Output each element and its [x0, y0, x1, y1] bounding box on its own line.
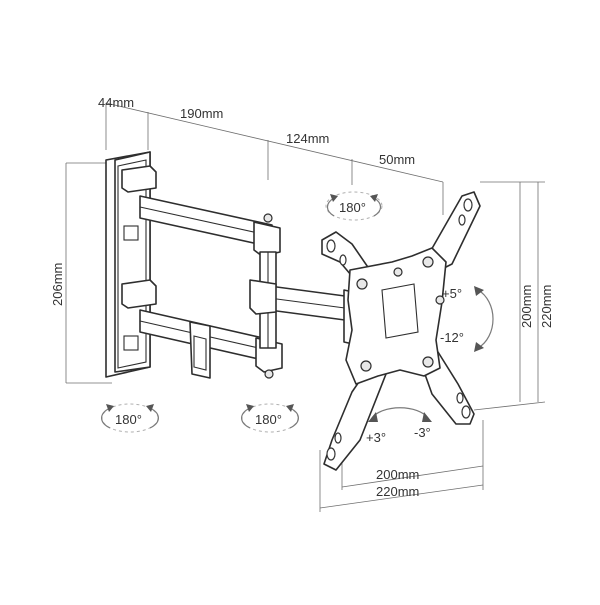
- bolt-icon: [422, 256, 434, 268]
- bolt-icon: [393, 267, 403, 277]
- arrowhead-icon: [474, 342, 484, 352]
- bolt-icon: [360, 360, 372, 372]
- arrowhead-icon: [368, 412, 378, 422]
- middle-swivel-indicator: 180°: [241, 403, 299, 433]
- dim-vesa-vertical-outer-label: 220mm: [539, 285, 554, 328]
- arrowhead-icon: [370, 194, 378, 202]
- dimension-lines: [65, 102, 546, 512]
- dim-vesa-vertical-inner-label: 200mm: [519, 285, 534, 328]
- dim-vesa-horizontal-outer-label: 220mm: [376, 484, 419, 499]
- tilt-indicator: +5° -12°: [440, 286, 494, 352]
- dim-plate-height-label: 206mm: [50, 263, 65, 306]
- bolt-icon: [435, 295, 445, 305]
- lower-arm: [139, 309, 283, 379]
- lower-pivot-screw-icon: [264, 369, 274, 379]
- vesa-hole-icon: [334, 432, 342, 444]
- dim-plate-depth-label: 44mm: [98, 95, 134, 110]
- upper-pivot-screw-icon: [263, 213, 273, 223]
- arrowhead-icon: [330, 194, 338, 202]
- dim-arm2-length-label: 124mm: [286, 131, 329, 146]
- rotate-right-arrow-icon: [289, 407, 299, 429]
- upper-arm: [139, 195, 281, 257]
- vesa-bracket: [321, 191, 481, 471]
- top-swivel-label: 180°: [339, 200, 366, 215]
- wall-plate: [105, 151, 157, 378]
- tilt-up-label: +5°: [442, 286, 462, 301]
- rotate-left-arrow-icon: [326, 197, 335, 217]
- arrowhead-icon: [246, 404, 254, 412]
- arrowhead-icon: [474, 286, 484, 296]
- middle-swivel-label: 180°: [255, 412, 282, 427]
- arrowhead-icon: [422, 412, 432, 422]
- dim-bracket-depth-label: 50mm: [379, 152, 415, 167]
- vesa-hole-icon: [458, 214, 466, 226]
- vesa-hole-icon: [326, 239, 336, 253]
- tilt-arrow-icon: [477, 289, 494, 349]
- arrowhead-icon: [146, 404, 154, 412]
- level-arrow-icon: [371, 407, 429, 419]
- bolt-icon: [422, 356, 434, 368]
- level-plus-label: +3°: [366, 430, 386, 445]
- level-minus-label: -3°: [414, 425, 431, 440]
- vesa-hole-icon: [461, 405, 471, 419]
- arrowhead-icon: [286, 404, 294, 412]
- rotate-left-arrow-icon: [241, 407, 251, 429]
- top-swivel-indicator: 180°: [325, 191, 383, 221]
- wall-swivel-label: 180°: [115, 412, 142, 427]
- dim-vesa-horizontal-inner-label: 200mm: [376, 467, 419, 482]
- rotate-right-arrow-icon: [149, 407, 159, 429]
- vesa-hole-icon: [339, 254, 347, 266]
- wall-swivel-indicator: 180°: [101, 403, 159, 433]
- vesa-hole-icon: [456, 392, 464, 404]
- rotate-left-arrow-icon: [101, 407, 111, 429]
- vesa-hole-icon: [463, 198, 473, 212]
- dim-arm1-length-label: 190mm: [180, 106, 223, 121]
- bolt-icon: [356, 278, 368, 290]
- level-indicator: +3° -3°: [366, 407, 432, 445]
- rotate-right-arrow-icon: [373, 197, 382, 217]
- tilt-down-label: -12°: [440, 330, 464, 345]
- arrowhead-icon: [106, 404, 114, 412]
- vesa-hole-icon: [326, 447, 336, 461]
